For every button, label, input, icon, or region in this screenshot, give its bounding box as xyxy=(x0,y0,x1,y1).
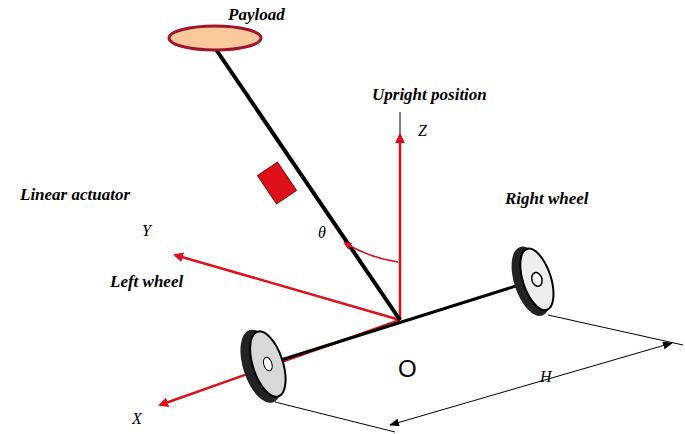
right-wheel xyxy=(504,241,561,321)
upright-line xyxy=(400,112,401,320)
axis-label: X xyxy=(132,410,142,428)
axis-label: Z xyxy=(418,122,427,140)
z-axis xyxy=(399,135,402,320)
origin-label: O xyxy=(398,356,417,382)
extension-line xyxy=(548,315,683,345)
payload-disc xyxy=(169,26,261,50)
dimension-line xyxy=(390,343,672,425)
theta-arc xyxy=(345,243,398,262)
axis-label: Y xyxy=(142,222,151,240)
reference-label: Upright position xyxy=(372,86,487,105)
part-name: Linear actuator xyxy=(20,186,130,205)
y-axis xyxy=(175,255,400,320)
part-name: Left wheel xyxy=(110,273,183,292)
part-name: Right wheel xyxy=(505,190,589,209)
part-name: Payload xyxy=(228,6,285,25)
left-wheel xyxy=(232,323,294,408)
angle-symbol: θ xyxy=(318,224,326,242)
wheel-axle xyxy=(265,280,535,365)
extension-line xyxy=(275,402,395,432)
linear-actuator xyxy=(258,162,297,204)
dimension-label: H xyxy=(540,368,552,386)
